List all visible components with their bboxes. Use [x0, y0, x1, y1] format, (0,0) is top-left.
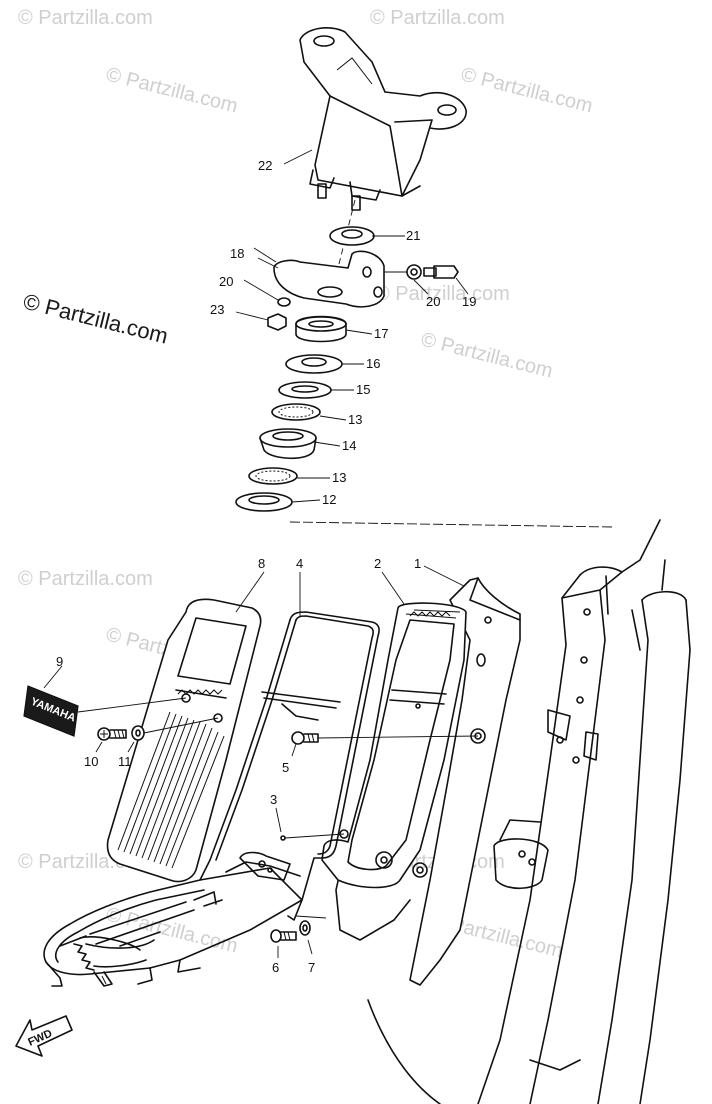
- part-label-19: 19: [462, 294, 476, 309]
- part-label-8: 8: [258, 556, 265, 571]
- part-13-bearing-upper: [271, 403, 321, 421]
- part-label-11: 11: [118, 754, 132, 769]
- part-label-13-upper: 13: [348, 412, 362, 427]
- part-3-screw: [275, 807, 345, 841]
- part-5-screw: [291, 731, 479, 757]
- watermark: © Partzilla.com: [419, 329, 555, 383]
- part-2-inner-frame: [321, 602, 467, 889]
- part-label-1: 1: [414, 556, 421, 571]
- watermark: © Partzilla.com: [18, 568, 153, 590]
- part-14-race: [259, 428, 317, 460]
- part-1-panel: [335, 577, 521, 986]
- part-label-14: 14: [342, 438, 356, 453]
- part-label-5: 5: [282, 760, 289, 775]
- part-18-bracket: [257, 250, 385, 308]
- watermark-large: © Partzilla.com: [21, 289, 171, 349]
- part-label-10: 10: [84, 754, 98, 769]
- part-19-bolt: [384, 265, 459, 279]
- part-20-washer-left: [277, 297, 291, 307]
- part-11-washer: [131, 717, 219, 741]
- part-6-bolt: [270, 929, 297, 958]
- part-label-7: 7: [308, 960, 315, 975]
- watermark: © Partzilla.com: [459, 64, 595, 118]
- part-21-cone-washer: [329, 226, 405, 246]
- part-20-washer-right: [406, 264, 422, 280]
- upper-bracket: [299, 27, 467, 301]
- leader-lines-lower: [43, 565, 465, 753]
- part-label-9: 9: [56, 654, 63, 669]
- fwd-arrow-icon: FWD: [15, 1015, 73, 1057]
- part-16-cover: [285, 354, 343, 374]
- part-label-17: 17: [374, 326, 388, 341]
- part-label-20-right: 20: [426, 294, 440, 309]
- part-13-bearing-lower: [248, 467, 298, 485]
- leader-lines-upper: [235, 149, 469, 503]
- part-15-race: [278, 381, 332, 399]
- part-label-6: 6: [272, 960, 279, 975]
- part-label-2: 2: [374, 556, 381, 571]
- watermark: © Partzilla.com: [18, 7, 153, 29]
- part-10-screw: [97, 727, 127, 741]
- part-label-20-left: 20: [219, 274, 233, 289]
- watermark: © Partzilla.com: [104, 64, 240, 118]
- part-label-22: 22: [258, 158, 272, 173]
- part-label-15: 15: [356, 382, 370, 397]
- part-23-nut: [267, 313, 287, 331]
- part-label-16: 16: [366, 356, 380, 371]
- frame-structure: [367, 519, 691, 1104]
- part-4-tube-frame: [199, 611, 380, 921]
- part-label-13-lower: 13: [332, 470, 346, 485]
- watermark: © Partzilla.com: [104, 904, 240, 958]
- part-labels: 22 21 18 20 20 19 23 17 16 15 13 14 13 1…: [56, 158, 476, 975]
- watermark: © Partzilla.com: [375, 283, 510, 305]
- part-8-grille: [106, 598, 262, 883]
- part-7-washer: [295, 915, 327, 955]
- dashed-axis-line: [289, 521, 613, 528]
- part-label-4: 4: [296, 556, 303, 571]
- watermark-layer: © Partzilla.com © Partzilla.com © Partzi…: [18, 7, 595, 962]
- part-label-12: 12: [322, 492, 336, 507]
- part-label-3: 3: [270, 792, 277, 807]
- part-12-race: [235, 492, 293, 512]
- watermark: © Partzilla.com: [370, 7, 505, 29]
- part-label-18: 18: [230, 246, 244, 261]
- part-label-23: 23: [210, 302, 224, 317]
- part-label-21: 21: [406, 228, 420, 243]
- part-17-ring-nut: [295, 315, 347, 343]
- footrest-carrier: [43, 851, 303, 987]
